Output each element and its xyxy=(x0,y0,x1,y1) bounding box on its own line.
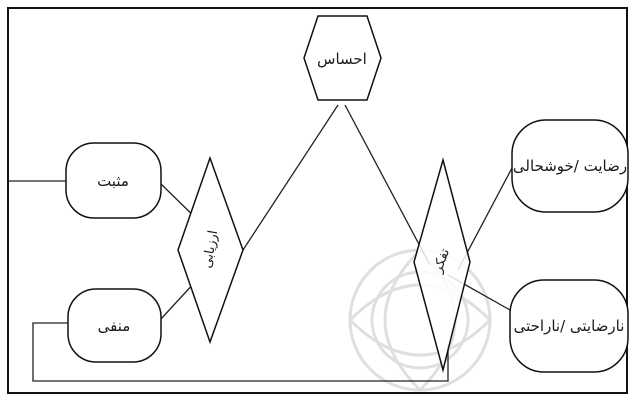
node-dissatisfaction: نارضایتی /ناراحتی xyxy=(509,279,629,373)
node-positive-label: مثبت xyxy=(97,172,129,190)
node-negative: منفی xyxy=(67,288,162,363)
node-evaluation-label: ارزیابی xyxy=(200,229,221,269)
node-feeling-label: احساس xyxy=(317,50,367,68)
edge-evaluation-feeling xyxy=(242,104,339,251)
node-thinking: تفکر xyxy=(413,157,471,373)
node-dissatisfaction-label: نارضایتی /ناراحتی xyxy=(514,317,625,335)
node-negative-label: منفی xyxy=(98,317,131,335)
diagram-frame xyxy=(7,7,628,394)
node-satisfaction-label: رضایت /خوشحالی xyxy=(513,157,627,175)
node-positive: مثبت xyxy=(65,142,162,219)
node-feeling: احساس xyxy=(303,15,382,101)
node-evaluation: ارزیابی xyxy=(177,155,244,345)
node-satisfaction: رضایت /خوشحالی xyxy=(511,119,629,213)
edge-feeling-thinking xyxy=(344,104,431,266)
edge-negative-feedback xyxy=(32,322,449,382)
